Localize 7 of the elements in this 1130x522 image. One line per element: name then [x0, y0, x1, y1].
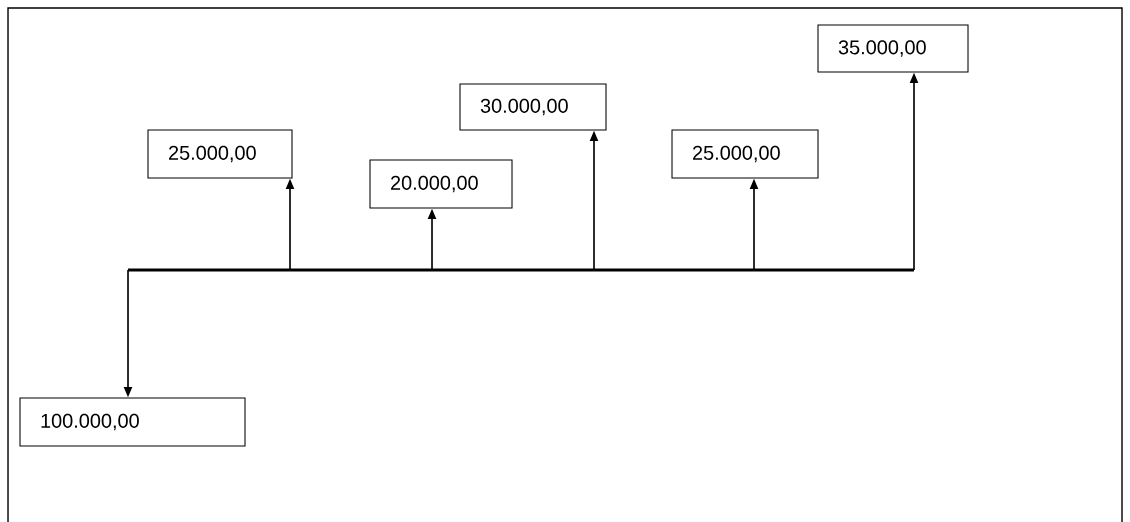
- timeline-bar: [128, 268, 914, 272]
- value-box: 20.000,00: [369, 159, 513, 209]
- value-box: 25.000,00: [671, 129, 819, 179]
- value-box: 100.000,00: [19, 397, 246, 447]
- value-box: 25.000,00: [147, 129, 293, 179]
- value-box: 35.000,00: [817, 24, 969, 73]
- value-box: 30.000,00: [459, 83, 607, 131]
